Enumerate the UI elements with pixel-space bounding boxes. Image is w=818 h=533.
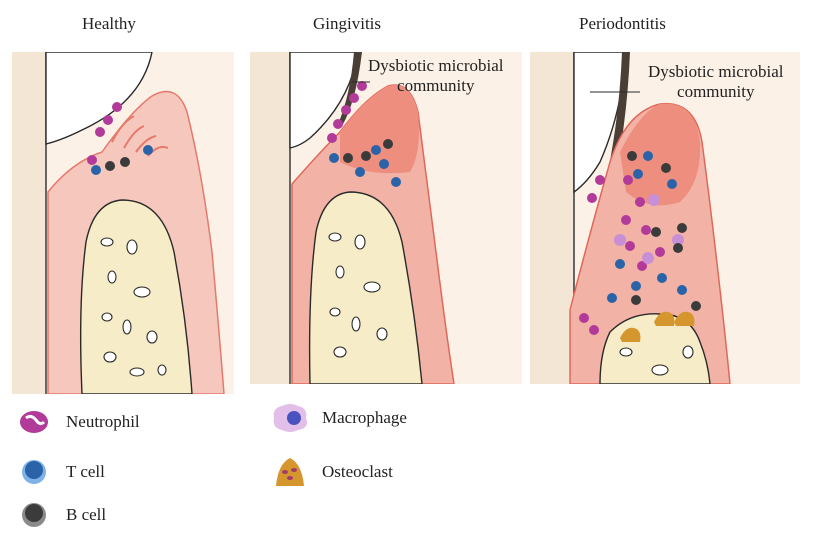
legend-b-cell: B cell [12, 497, 106, 533]
stage-title-healthy: Healthy [82, 14, 136, 34]
legend-osteoclast: Osteoclast [268, 454, 393, 490]
legend-label-macrophage: Macrophage [322, 408, 407, 428]
callout-line-1: Dysbiotic microbial [648, 62, 784, 82]
callout-line-2: community [648, 82, 784, 102]
legend-t-cell: T cell [12, 454, 105, 490]
callout-line-2: community [368, 76, 504, 96]
neutrophil-icon [12, 404, 56, 440]
legend-label-b-cell: B cell [66, 505, 106, 525]
periodontitis-callout: Dysbiotic microbial community [648, 62, 784, 102]
osteoclast-icon [268, 454, 312, 490]
healthy-panel [12, 52, 234, 394]
b-cell-icon [12, 497, 56, 533]
stage-title-periodontitis: Periodontitis [579, 14, 666, 34]
legend-label-neutrophil: Neutrophil [66, 412, 140, 432]
t-cell-icon [12, 454, 56, 490]
macrophage-icon [268, 400, 312, 436]
stage-title-gingivitis: Gingivitis [313, 14, 381, 34]
legend-macrophage: Macrophage [268, 400, 407, 436]
callout-line-1: Dysbiotic microbial [368, 56, 504, 76]
gingivitis-panel [250, 52, 522, 384]
legend-label-t-cell: T cell [66, 462, 105, 482]
legend-neutrophil: Neutrophil [12, 404, 140, 440]
gingivitis-callout: Dysbiotic microbial community [368, 56, 504, 96]
legend-label-osteoclast: Osteoclast [322, 462, 393, 482]
